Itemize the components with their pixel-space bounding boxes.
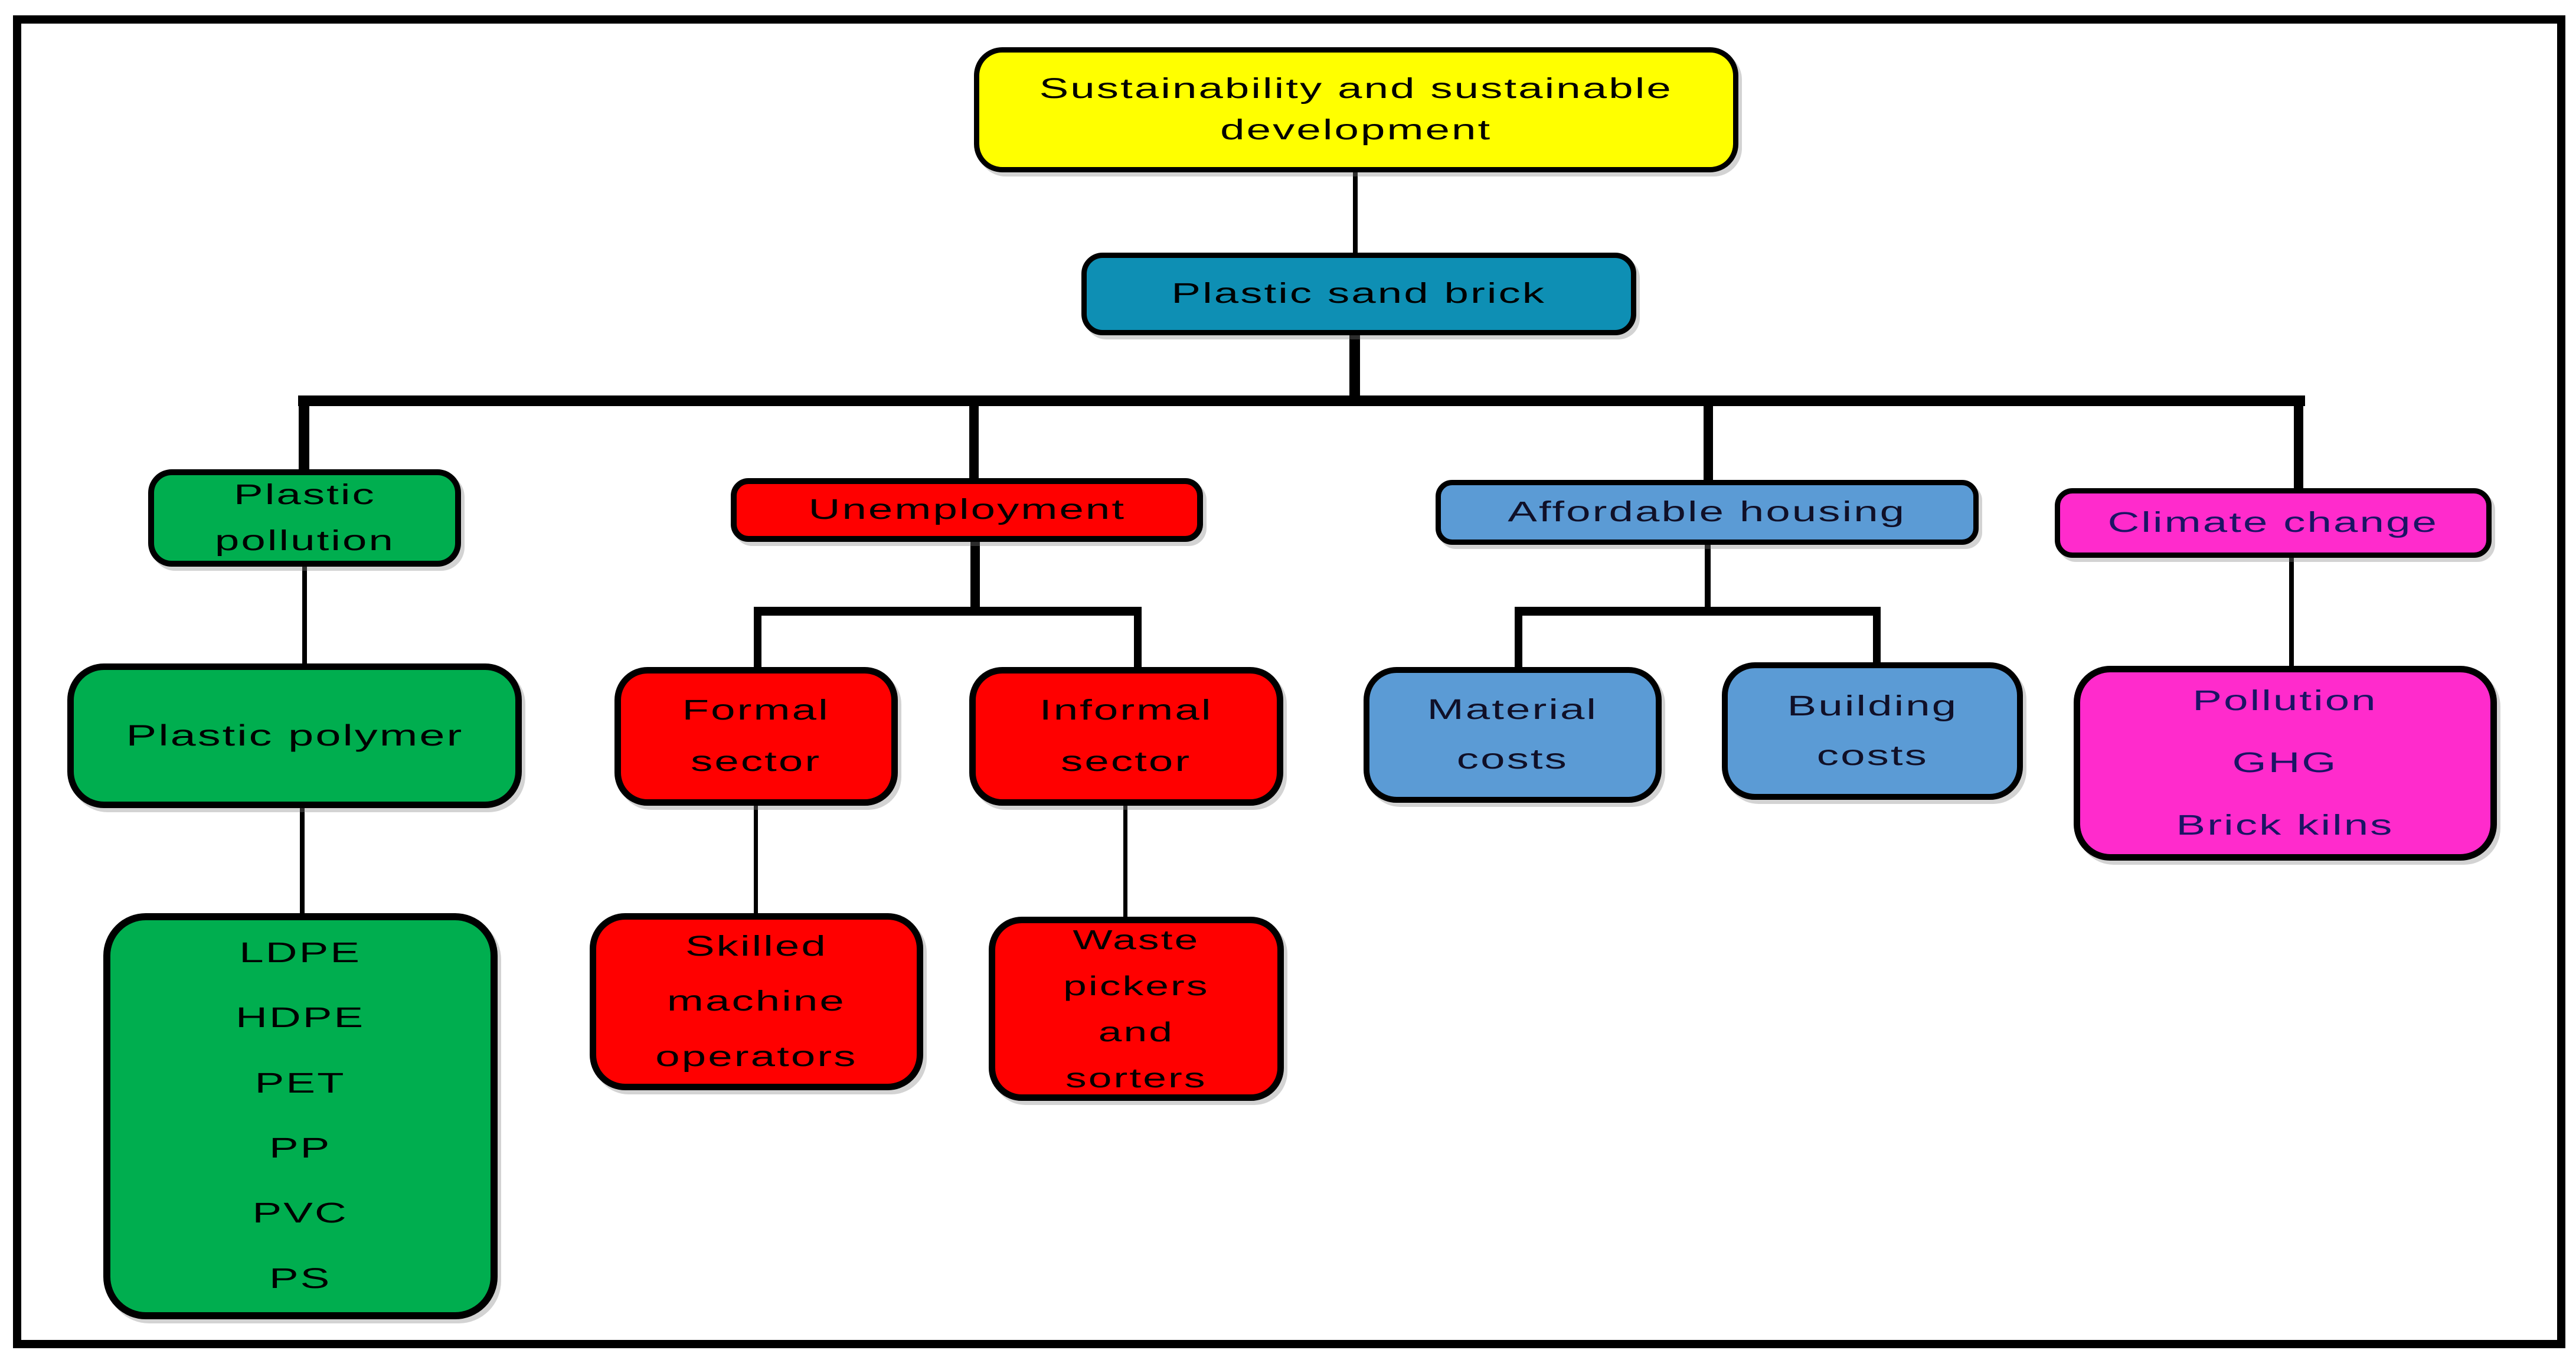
connector-unemployment-split-bar	[754, 607, 1142, 616]
connector-drop-material-costs	[1515, 616, 1522, 667]
node-label: Skilled machine operators	[655, 930, 858, 1073]
connector-drop-climate-change	[2294, 406, 2303, 488]
connector-polymer-to-types	[300, 808, 305, 913]
connector-drop-unemployment	[969, 406, 979, 478]
node-plastic-polymer: Plastic polymer	[67, 663, 522, 808]
outer-border-frame	[13, 15, 2565, 1348]
node-label: Plastic polymer	[126, 719, 463, 753]
node-polymer-types: LDPE HDPE PET PP PVC PS	[103, 913, 498, 1319]
node-informal-sector: Informal sector	[969, 667, 1283, 806]
connector-housing-to-splitbar	[1705, 545, 1711, 607]
node-formal-sector: Formal sector	[614, 667, 898, 806]
connector-drop-formal-sector	[754, 616, 761, 667]
node-label: Affordable housing	[1508, 496, 1907, 528]
connector-climate-to-impacts	[2289, 558, 2294, 666]
node-waste-pickers-sorters: Waste pickers and sorters	[989, 917, 1284, 1101]
node-label: Climate change	[2107, 507, 2439, 539]
node-label: Informal sector	[1039, 695, 1213, 777]
node-material-costs: Material costs	[1364, 667, 1662, 803]
node-label: Plastic sand brick	[1171, 278, 1547, 310]
connector-root-to-brick	[1353, 172, 1358, 253]
connector-main-horizontal-bar	[298, 395, 2305, 406]
node-unemployment: Unemployment	[731, 478, 1203, 542]
node-label: Sustainability and sustainable developme…	[1039, 73, 1673, 146]
connector-unemployment-to-splitbar	[970, 542, 980, 608]
connector-drop-building-costs	[1873, 616, 1881, 662]
node-label: LDPE HDPE PET PP PVC PS	[236, 937, 365, 1294]
node-label: Unemployment	[808, 494, 1126, 526]
node-building-costs: Building costs	[1722, 662, 2023, 800]
node-climate-impacts: Pollution GHG Brick kilns	[2074, 666, 2497, 861]
node-plastic-pollution: Plastic pollution	[148, 469, 461, 567]
node-label: Plastic pollution	[214, 479, 395, 557]
connector-brick-to-mainbar	[1349, 335, 1360, 397]
connector-drop-affordable-housing	[1704, 406, 1713, 480]
node-climate-change: Climate change	[2055, 488, 2492, 558]
node-skilled-machine-operators: Skilled machine operators	[590, 913, 923, 1090]
connector-drop-plastic-pollution	[299, 406, 309, 469]
connector-drop-informal-sector	[1134, 616, 1142, 667]
connector-informal-to-waste	[1123, 806, 1127, 917]
node-affordable-housing: Affordable housing	[1436, 480, 1979, 545]
node-label: Pollution GHG Brick kilns	[2176, 685, 2394, 841]
node-label: Material costs	[1427, 694, 1598, 775]
node-sustainability-development: Sustainability and sustainable developme…	[974, 47, 1738, 172]
node-plastic-sand-brick: Plastic sand brick	[1081, 253, 1636, 335]
node-label: Formal sector	[682, 695, 831, 777]
node-label: Waste pickers and sorters	[1063, 924, 1209, 1094]
connector-housing-split-bar	[1515, 607, 1881, 616]
connector-formal-to-skilled	[754, 806, 758, 913]
node-label: Building costs	[1787, 690, 1958, 771]
connector-pollution-to-polymer	[302, 567, 307, 663]
